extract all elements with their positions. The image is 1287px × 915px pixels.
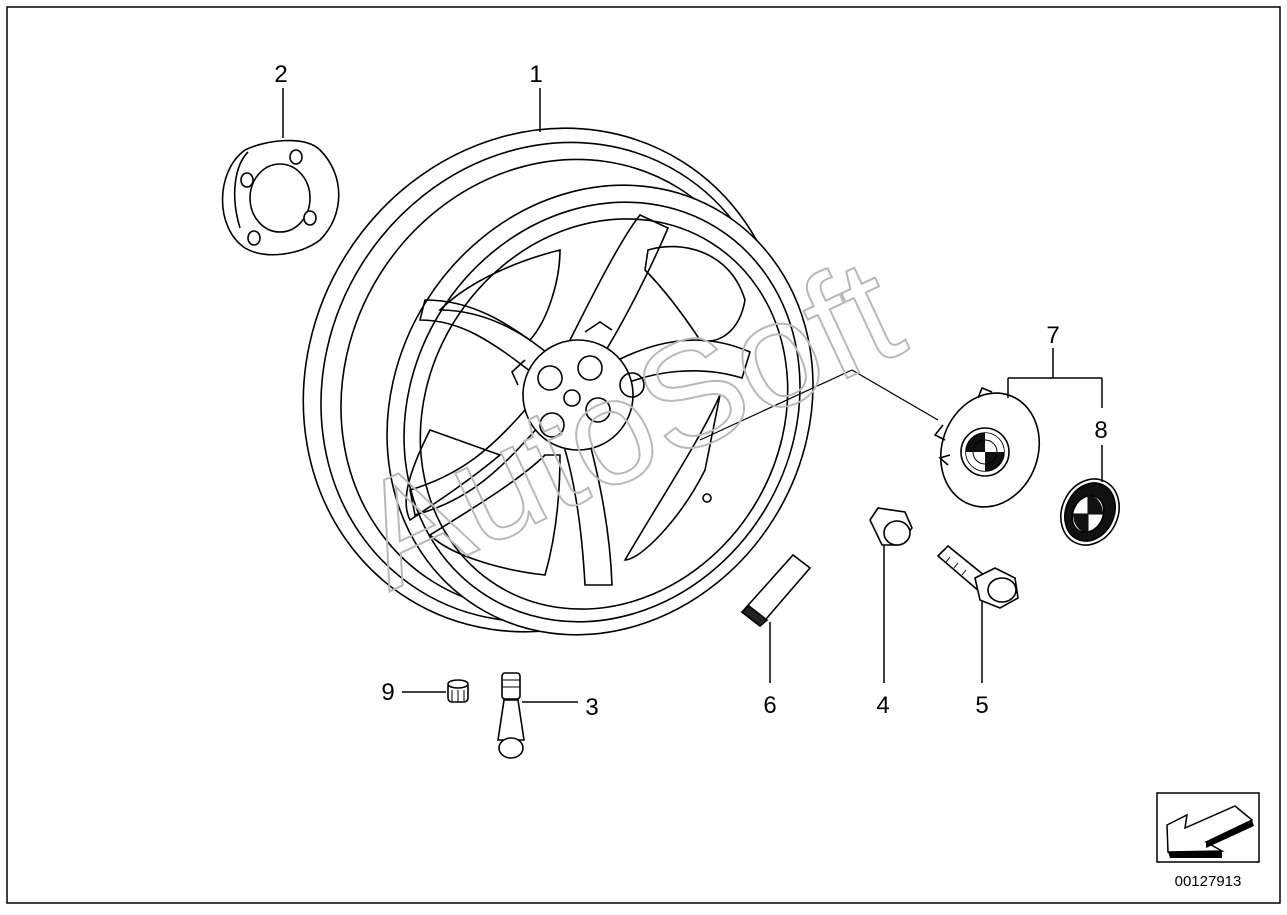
callout-7: 7 [1046,322,1059,349]
orientation-arrow-box: 00127913 [1156,792,1260,890]
callout-6: 6 [763,692,776,719]
leader-7-to-wheel [851,369,939,421]
callout-5: 5 [975,692,988,719]
callout-8: 8 [1094,417,1107,444]
callout-4: 4 [876,692,889,719]
bmw-badge [1060,478,1120,546]
spacer-sleeve [869,507,913,546]
callout-numbers: 1 2 3 4 5 6 7 8 9 [274,61,1107,721]
callout-9: 9 [381,679,394,706]
wheel-bolt [936,544,1019,609]
wheel [302,127,814,636]
tyre-valve [497,672,525,759]
leader-7-to-hub [699,369,853,441]
bracket-7-8 [1007,348,1103,408]
callout-2: 2 [274,61,287,88]
callout-1: 1 [529,61,542,88]
spacer-ring [221,139,340,256]
callout-3: 3 [585,694,598,721]
balance-weight [740,553,812,628]
diagram-id: 00127913 [1175,873,1242,890]
hub-cap [933,386,1041,508]
valve-cap [447,679,469,703]
